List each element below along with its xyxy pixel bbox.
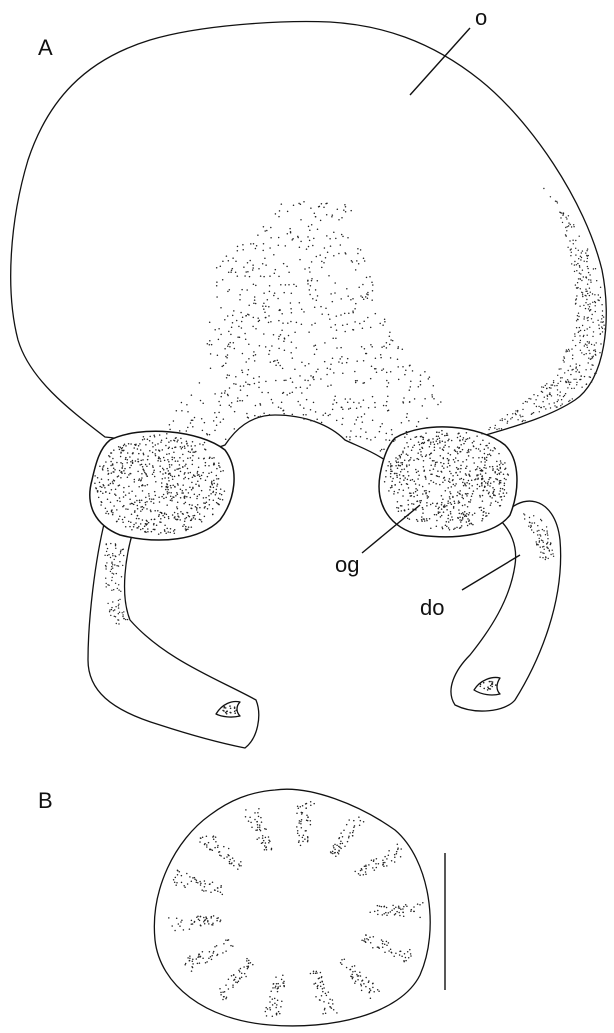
label-do: do	[420, 595, 444, 620]
cross-section	[154, 789, 430, 1026]
panel-a: A o og do	[11, 5, 607, 748]
panel-b: B	[38, 788, 445, 1026]
panel-label-a: A	[38, 35, 53, 60]
panel-label-b: B	[38, 788, 53, 813]
left-gland	[90, 431, 234, 540]
ovary	[11, 22, 607, 460]
label-o: o	[475, 5, 487, 30]
label-og: og	[335, 552, 359, 577]
